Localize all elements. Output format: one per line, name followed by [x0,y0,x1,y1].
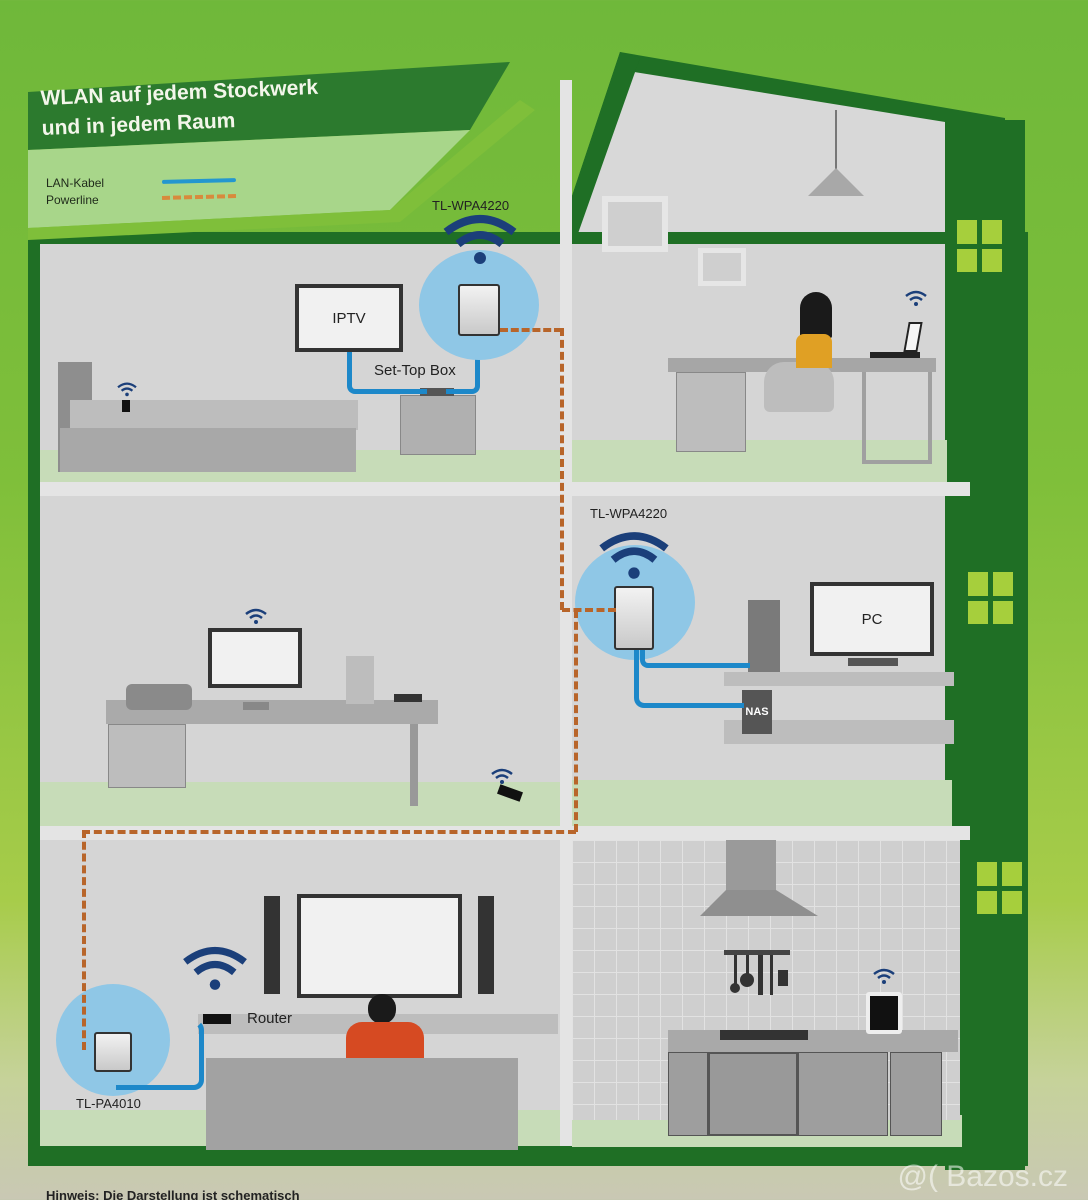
lan-cable-iptv [347,352,427,394]
powerline-middle-horizontal [562,608,616,612]
printer [126,684,192,710]
bed-frame [60,428,356,472]
legend-lan-label: LAN-Kabel [46,176,105,190]
books [346,656,374,704]
tl-wpa4220-label-middle: TL-WPA4220 [590,506,668,521]
study-desk-leg [410,724,418,806]
tl-pa4010-adapter[interactable] [94,1032,132,1072]
woman-head [800,292,832,338]
wifi-icon-router [183,947,247,990]
wifi-icon-upper-adapter [443,215,517,264]
cooktop [720,1030,808,1040]
study-monitor [208,628,302,688]
study-desk-drawers [108,724,186,788]
iptv-label: IPTV [332,309,366,327]
lan-cable-router [116,1020,204,1090]
pc-shelf-upper [724,672,954,686]
lan-cable-nas [634,650,744,708]
watermark: @( Bazos.cz [897,1160,1069,1193]
wifi-icon-tablet [873,968,895,984]
kitchen-utensils-icon [724,950,790,995]
study-monitor-stand [243,702,269,710]
lan-cable-adapter-settop [446,340,480,394]
range-hood-icon [700,840,818,916]
tl-pa4010-label: TL-PA4010 [76,1096,141,1111]
banner-title: WLAN auf jedem Stockwerk und in jedem Ra… [40,73,320,144]
room-divider-vertical [560,80,572,1146]
woman-torso [796,334,832,368]
wifi-icon-smartphone [491,768,513,784]
nas-device: NAS [742,690,772,734]
floor-study [40,782,560,826]
person-head [368,994,396,1024]
window-top [957,220,1002,272]
pc-tower [748,600,780,674]
wifi-icon-laptop [905,290,927,306]
floor-divider-upper [40,482,970,496]
pc-monitor: PC [810,582,934,656]
iptv-screen: IPTV [295,284,403,352]
floor-pc-room [572,780,952,826]
powerline-basement-horizontal [82,830,576,834]
powerline-lower-vertical [574,610,578,832]
set-top-box-label: Set-Top Box [374,362,456,379]
window-middle [968,572,1013,624]
sofa [206,1058,518,1150]
speaker-right [478,896,494,994]
wifi-icon-bed-phone [117,382,137,397]
router-label: Router [247,1010,293,1027]
ceiling-lamp-icon [808,168,864,196]
speaker-left [264,896,280,994]
cabinet-right [890,1052,942,1136]
router-on-desk [394,694,422,702]
office-desk-leg [862,372,932,464]
powerline-upper-horizontal [500,328,562,332]
wifi-icon-middle-adapter [599,532,669,579]
cabinet-left [668,1052,708,1136]
living-tv [297,894,462,998]
set-top-box-device [420,388,454,396]
footer-note: Hinweis: Die Darstellung ist schematisch [46,1188,300,1200]
tablet [866,992,902,1034]
kitchen-counter [668,1030,958,1052]
pc-monitor-stand [848,658,898,666]
office-desk-drawers [676,372,746,452]
person-torso [346,1022,424,1060]
router-device [203,1014,231,1024]
nightstand [400,395,476,455]
tl-wpa4220-adapter-upper[interactable] [458,284,500,336]
nas-label: NAS [745,706,769,718]
window-bottom [977,862,1022,914]
office-chair [764,362,834,412]
laptop [870,322,923,358]
tl-wpa4220-label-upper: TL-WPA4220 [432,198,510,213]
oven [708,1052,798,1136]
powerline-lower-left-vertical [82,830,86,1050]
bed-mattress [70,400,358,430]
picture-frame-small [698,248,746,286]
wifi-icon-study-monitor [245,608,267,624]
dishwasher [798,1052,888,1136]
ceiling-lamp-cord [835,110,837,172]
legend-powerline-label: Powerline [46,193,99,207]
pc-label: PC [861,610,883,628]
phone-on-bed [122,400,130,412]
picture-frame-large [602,196,668,252]
powerline-main-vertical [560,328,564,610]
tl-wpa4220-adapter-middle[interactable] [614,586,654,650]
title-banner [28,62,535,240]
